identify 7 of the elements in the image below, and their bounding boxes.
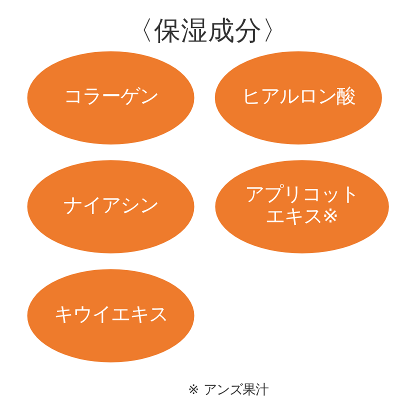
node-ellipse: アプリコットエキス※	[215, 160, 389, 254]
node-ellipse: ヒアルロン酸	[214, 51, 382, 144]
diagram-title: 〈保湿成分〉	[127, 15, 290, 46]
node-ellipse: ナイアシン	[27, 160, 194, 254]
node-ellipse: キウイエキス	[27, 269, 194, 362]
node-ellipse: コラーゲン	[27, 51, 194, 144]
label: ※ アンズ果汁	[188, 383, 268, 398]
